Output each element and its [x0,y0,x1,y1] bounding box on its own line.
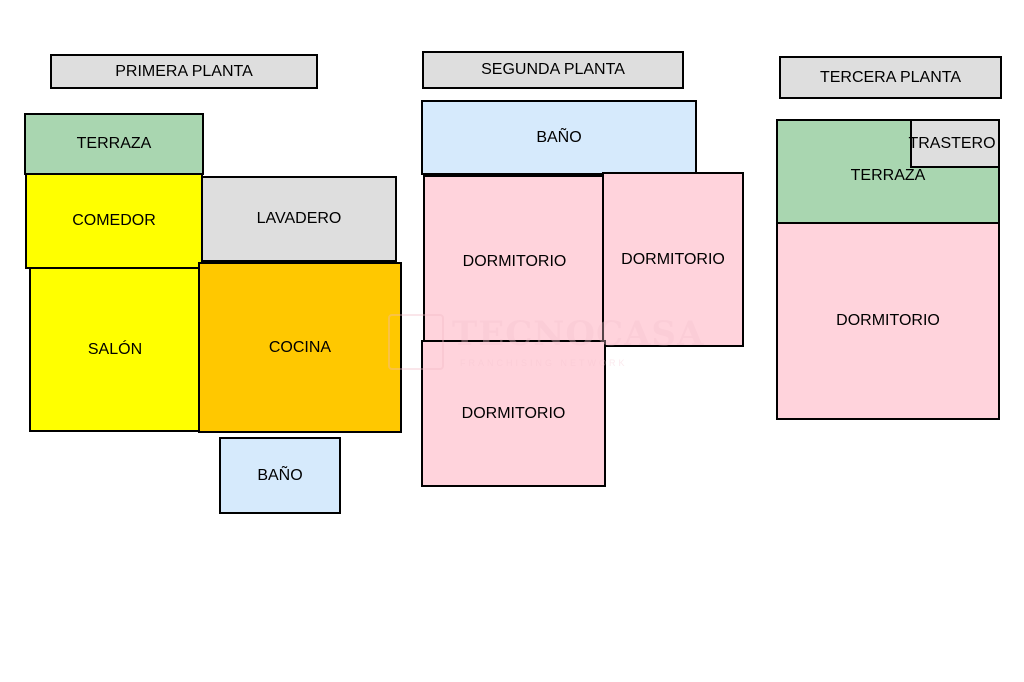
third-floor-storage-label: TRASTERO [908,134,996,152]
second-floor-bedroom-2: DORMITORIO [602,172,744,347]
second-floor-bedroom-1: DORMITORIO [423,175,606,349]
first-floor-terrace: TERRAZA [24,113,204,175]
third-floor-storage-room: TRASTERO [908,119,1000,168]
third-floor-title: TERCERA PLANTA [779,56,1002,99]
first-floor-title: PRIMERA PLANTA [50,54,318,89]
third-floor-bedroom: DORMITORIO [776,222,1000,420]
first-floor-laundry: LAVADERO [201,176,397,262]
second-floor-title: SEGUNDA PLANTA [422,51,684,89]
first-floor-kitchen: COCINA [198,262,402,433]
second-floor-bedroom-3: DORMITORIO [421,340,606,487]
first-floor-dining-room: COMEDOR [25,173,203,269]
first-floor-bathroom: BAÑO [219,437,341,514]
second-floor-bathroom: BAÑO [421,100,697,175]
first-floor-living-room: SALÓN [29,267,201,432]
